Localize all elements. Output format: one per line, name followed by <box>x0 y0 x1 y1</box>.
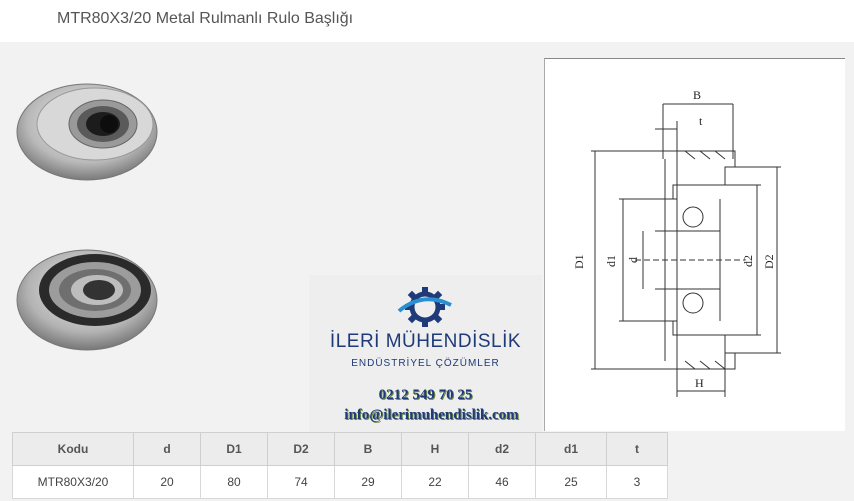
page-title: MTR80X3/20 Metal Rulmanlı Rulo Başlığı <box>57 10 354 27</box>
col-header-d: d <box>133 432 201 466</box>
cell-d: 20 <box>133 465 201 499</box>
label-H: H <box>695 376 704 390</box>
label-d: d <box>626 257 640 263</box>
title-bar <box>0 0 854 42</box>
table-row: MTR80X3/20 20 80 74 29 22 46 25 3 <box>12 465 668 499</box>
company-logo-panel: İLERİ MÜHENDİSLİK ENDÜSTRİYEL ÇÖZÜMLER 0… <box>309 275 542 432</box>
technical-drawing: B t D1 d1 d d2 D2 H <box>572 88 781 397</box>
company-phone: 0212 549 70 25 <box>378 387 473 403</box>
col-header-H: H <box>401 432 469 466</box>
label-t: t <box>699 114 703 128</box>
cell-t: 3 <box>606 465 668 499</box>
cell-D2: 74 <box>267 465 335 499</box>
cell-d2: 46 <box>468 465 536 499</box>
cell-kodu: MTR80X3/20 <box>12 465 134 499</box>
label-B: B <box>693 88 701 102</box>
col-header-D2: D2 <box>267 432 335 466</box>
cell-H: 22 <box>401 465 469 499</box>
col-header-d1: d1 <box>535 432 607 466</box>
label-d1: d1 <box>604 255 618 267</box>
roller-head-photo-front <box>16 83 158 181</box>
col-header-t: t <box>606 432 668 466</box>
cell-d1: 25 <box>535 465 607 499</box>
spec-table-header-row: Kodu d D1 D2 B H d2 d1 t <box>12 432 668 466</box>
company-tagline: ENDÜSTRİYEL ÇÖZÜMLER <box>351 358 500 369</box>
technical-drawing-panel: B t D1 d1 d d2 D2 H <box>544 58 845 431</box>
roller-head-photo-back <box>16 249 158 351</box>
col-header-kodu: Kodu <box>12 432 134 466</box>
col-header-d2: d2 <box>468 432 536 466</box>
gear-logo-icon <box>397 287 452 327</box>
label-d2: d2 <box>741 255 755 267</box>
company-name: İLERİ MÜHENDİSLİK <box>329 331 522 352</box>
company-email: info@ilerimuhendislik.com <box>344 407 519 423</box>
col-header-D1: D1 <box>200 432 268 466</box>
col-header-B: B <box>334 432 402 466</box>
label-D1: D1 <box>572 254 586 269</box>
cell-B: 29 <box>334 465 402 499</box>
spec-table: Kodu d D1 D2 B H d2 d1 t MTR80X3/20 20 8… <box>12 432 668 499</box>
label-D2: D2 <box>762 254 776 269</box>
cell-D1: 80 <box>200 465 268 499</box>
